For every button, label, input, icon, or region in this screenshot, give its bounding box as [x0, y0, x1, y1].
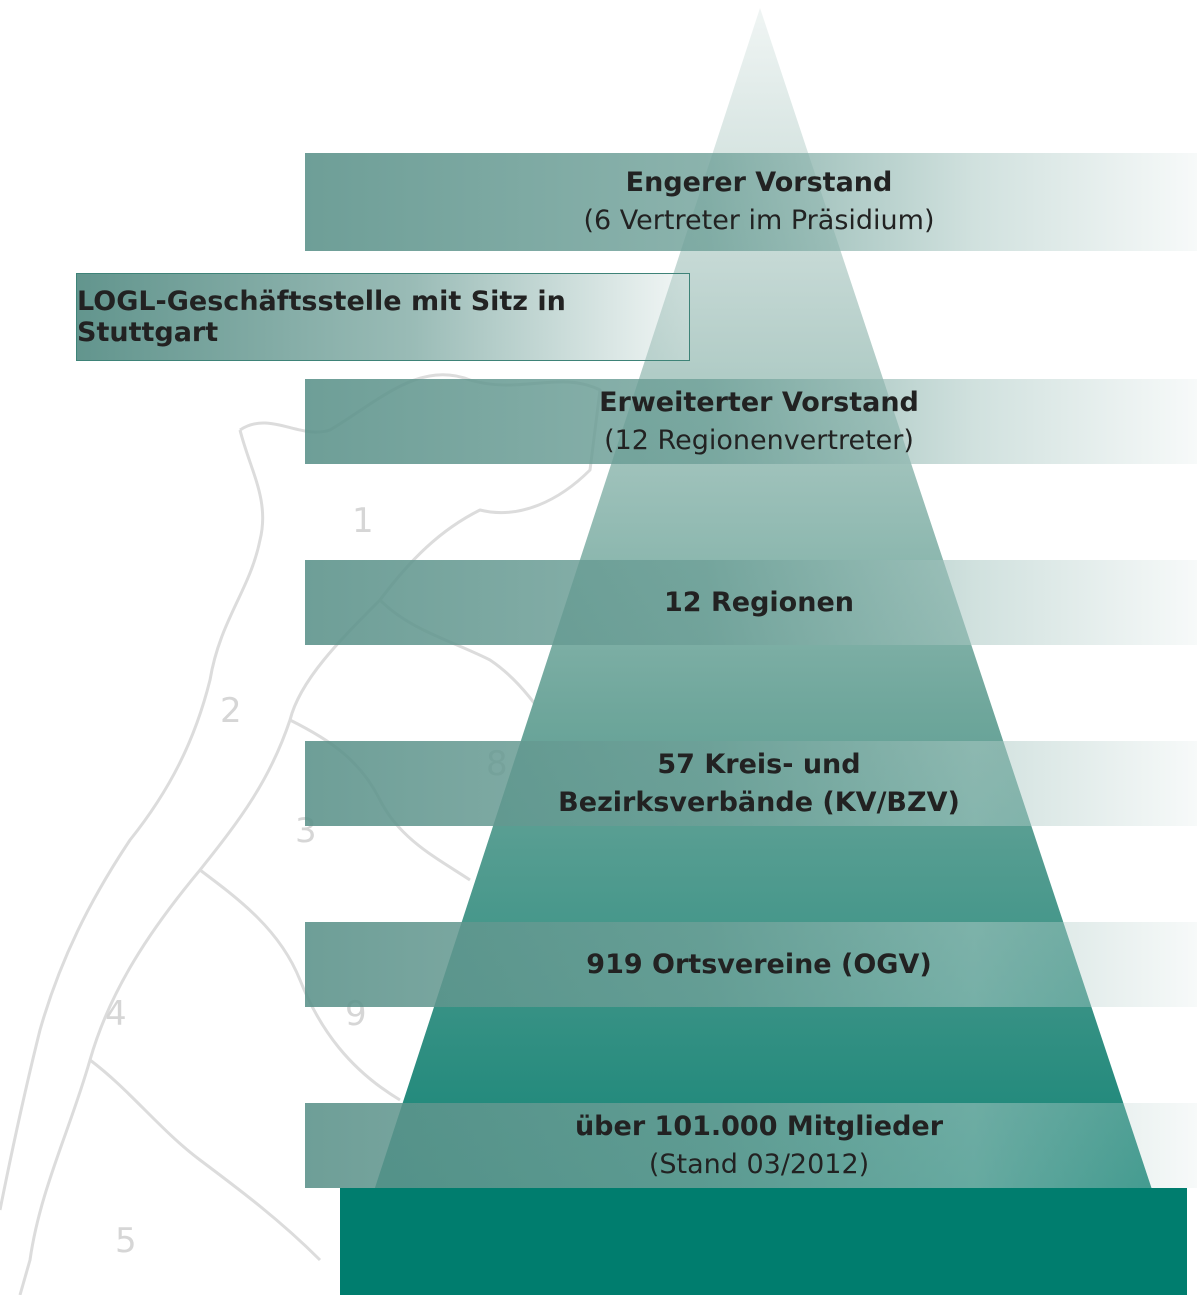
- map-region-number: 4: [105, 994, 127, 1034]
- map-region-number: 1: [352, 501, 374, 541]
- level-subtitle: (Stand 03/2012): [648, 1148, 870, 1180]
- level-title: über 101.000 Mitglieder: [574, 1110, 944, 1142]
- level-title: Erweiterter Vorstand: [599, 386, 919, 418]
- level-regionen: 12 Regionen: [305, 560, 1197, 645]
- map-outline: [89, 1058, 322, 1262]
- level-title: 12 Regionen: [664, 586, 854, 618]
- level-kreisverbaende: 57 Kreis- und Bezirksverbände (KV/BZV): [305, 741, 1197, 826]
- level-title: 919 Ortsvereine (OGV): [586, 948, 932, 980]
- level-ortsvereine: 919 Ortsvereine (OGV): [305, 922, 1197, 1007]
- pyramid-base-block: [340, 1188, 1187, 1295]
- level-engerer-vorstand: Engerer Vorstand (6 Vertreter im Präsidi…: [305, 153, 1197, 251]
- map-region-number: 5: [115, 1221, 137, 1261]
- map-outline: [0, 429, 265, 1211]
- map-outline: [199, 868, 401, 1102]
- office-box: LOGL-Geschäftsstelle mit Sitz in Stuttga…: [76, 273, 690, 361]
- level-title: 57 Kreis- und: [657, 748, 861, 780]
- level-erweiterter-vorstand: Erweiterter Vorstand (12 Regionenvertret…: [305, 379, 1197, 464]
- level-subtitle: Bezirksverbände (KV/BZV): [558, 786, 960, 818]
- office-box-label: LOGL-Geschäftsstelle mit Sitz in Stuttga…: [77, 286, 566, 348]
- map-region-number: 2: [220, 691, 242, 731]
- level-subtitle: (6 Vertreter im Präsidium): [583, 205, 935, 236]
- level-title: Engerer Vorstand: [625, 167, 893, 198]
- level-mitglieder: über 101.000 Mitglieder (Stand 03/2012): [305, 1103, 1197, 1188]
- level-subtitle: (12 Regionenvertreter): [604, 424, 914, 456]
